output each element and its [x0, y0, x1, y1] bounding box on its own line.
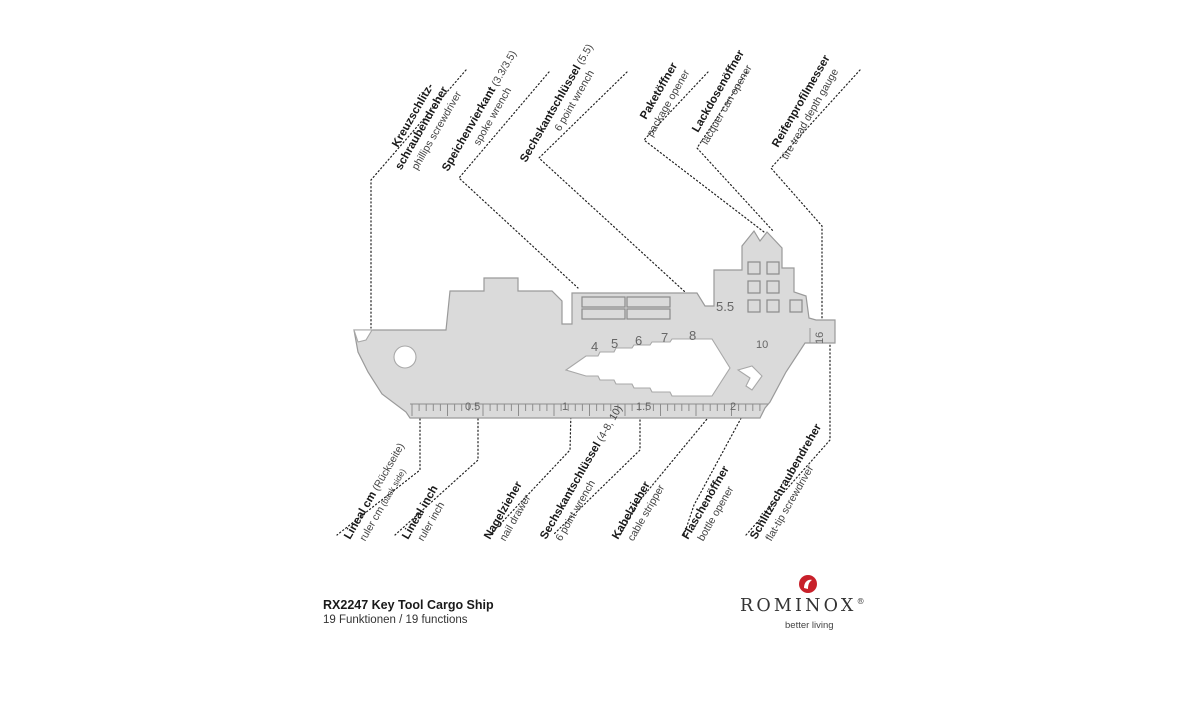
leader-flat — [745, 329, 831, 536]
window-6 — [766, 299, 780, 313]
leader-ruler-cm — [336, 414, 421, 536]
product-title: RX2247 Key Tool Cargo Ship — [323, 598, 494, 612]
label-package: Paketöffner package opener — [638, 60, 692, 139]
leader-package — [643, 71, 765, 233]
ruler-label-1: 1 — [562, 401, 568, 413]
label-spoke-de-suffix: (3.3/3.5) — [488, 49, 519, 91]
brand-tagline: better living — [785, 620, 834, 631]
ship-tool: 4 5 6 7 8 10 5.5 16 0.5 1 1.5 2 — [353, 229, 836, 419]
container-4 — [626, 308, 671, 320]
window-5 — [747, 299, 761, 313]
ruler-label-1-5: 1.5 — [636, 401, 651, 413]
label-nail: Nagelzieher nail drawer — [482, 479, 533, 543]
leader-cable — [619, 395, 727, 536]
window-4 — [766, 280, 780, 294]
wrench-size-7: 7 — [661, 330, 668, 345]
label-tread: Reifenprofilmesser tire tread depth gaug… — [770, 53, 841, 162]
label-flat: Schlitzschraubendreher flat-tip screwdri… — [748, 422, 824, 544]
leader-hex-set — [552, 419, 641, 536]
product-subtitle: 19 Funktionen / 19 functions — [323, 614, 468, 626]
wrench-size-5: 5 — [611, 336, 618, 351]
label-cable: Kabelzieher cable stripper — [610, 479, 667, 543]
label-spoke: Speichenvierkant (3.3/3.5) spoke wrench — [440, 49, 519, 174]
phillips-notch — [353, 329, 373, 343]
label-hex55-de-suffix: (5.5) — [573, 42, 596, 69]
wrench-cutout — [564, 338, 731, 397]
keyring-hole — [393, 345, 417, 369]
window-7 — [789, 299, 803, 313]
container-3 — [581, 308, 626, 320]
ruler-ticks — [411, 404, 761, 416]
container-1 — [581, 296, 626, 308]
label-hex55: Sechskantschlüssel (5.5) 6 point wrench — [518, 42, 597, 164]
label-flat-de: Schlitzschraubendreher — [748, 422, 824, 542]
label-bottle: Flaschenöffner bottle opener — [680, 464, 736, 544]
product-info: RX2247 Key Tool Cargo Ship 19 Funktionen… — [323, 598, 643, 626]
window-2 — [766, 261, 780, 275]
label-hex55-de: Sechskantschlüssel (5.5) — [518, 42, 596, 164]
bottle-opener-notch — [736, 365, 763, 391]
wrench-size-10: 10 — [756, 339, 768, 351]
logo-swoosh — [804, 579, 812, 589]
window-1 — [747, 261, 761, 275]
label-lacquer: Lackdosenöffner lacquer can opener — [690, 48, 755, 147]
bottom-labels: Lineal cm (Rückseite) ruler cm (back sid… — [342, 403, 824, 544]
brand-name-text: ROMINOX — [740, 596, 857, 616]
gauge-label-16: 16 — [814, 332, 826, 344]
leader-bottle — [683, 397, 753, 536]
leader-hex55 — [538, 71, 697, 303]
wrench-size-8: 8 — [689, 328, 696, 343]
rominox-logo-icon — [799, 575, 817, 593]
leader-phillips — [370, 69, 467, 329]
leader-spoke — [458, 71, 579, 289]
hex-size-5-5: 5.5 — [716, 299, 734, 314]
ruler-label-2: 2 — [730, 401, 736, 413]
leader-ruler-inch — [394, 414, 479, 536]
ship-body — [353, 229, 836, 419]
leader-tread — [770, 69, 861, 331]
label-ruler-inch: Lineal inch ruler inch — [400, 483, 447, 543]
brand-registered-mark: ® — [856, 597, 865, 607]
window-3 — [747, 280, 761, 294]
brand-name: ROMINOX® — [740, 596, 865, 616]
leader-lacquer — [696, 71, 775, 233]
ruler-label-0-5: 0.5 — [465, 401, 480, 413]
wrench-size-4: 4 — [591, 339, 598, 354]
label-hex-set-de: Sechskantschlüssel (4-8, 10) — [538, 403, 625, 541]
top-labels: Kreuzschlitz- schraubendreher phillips s… — [390, 42, 841, 174]
wrench-size-6: 6 — [635, 333, 642, 348]
container-2 — [626, 296, 671, 308]
